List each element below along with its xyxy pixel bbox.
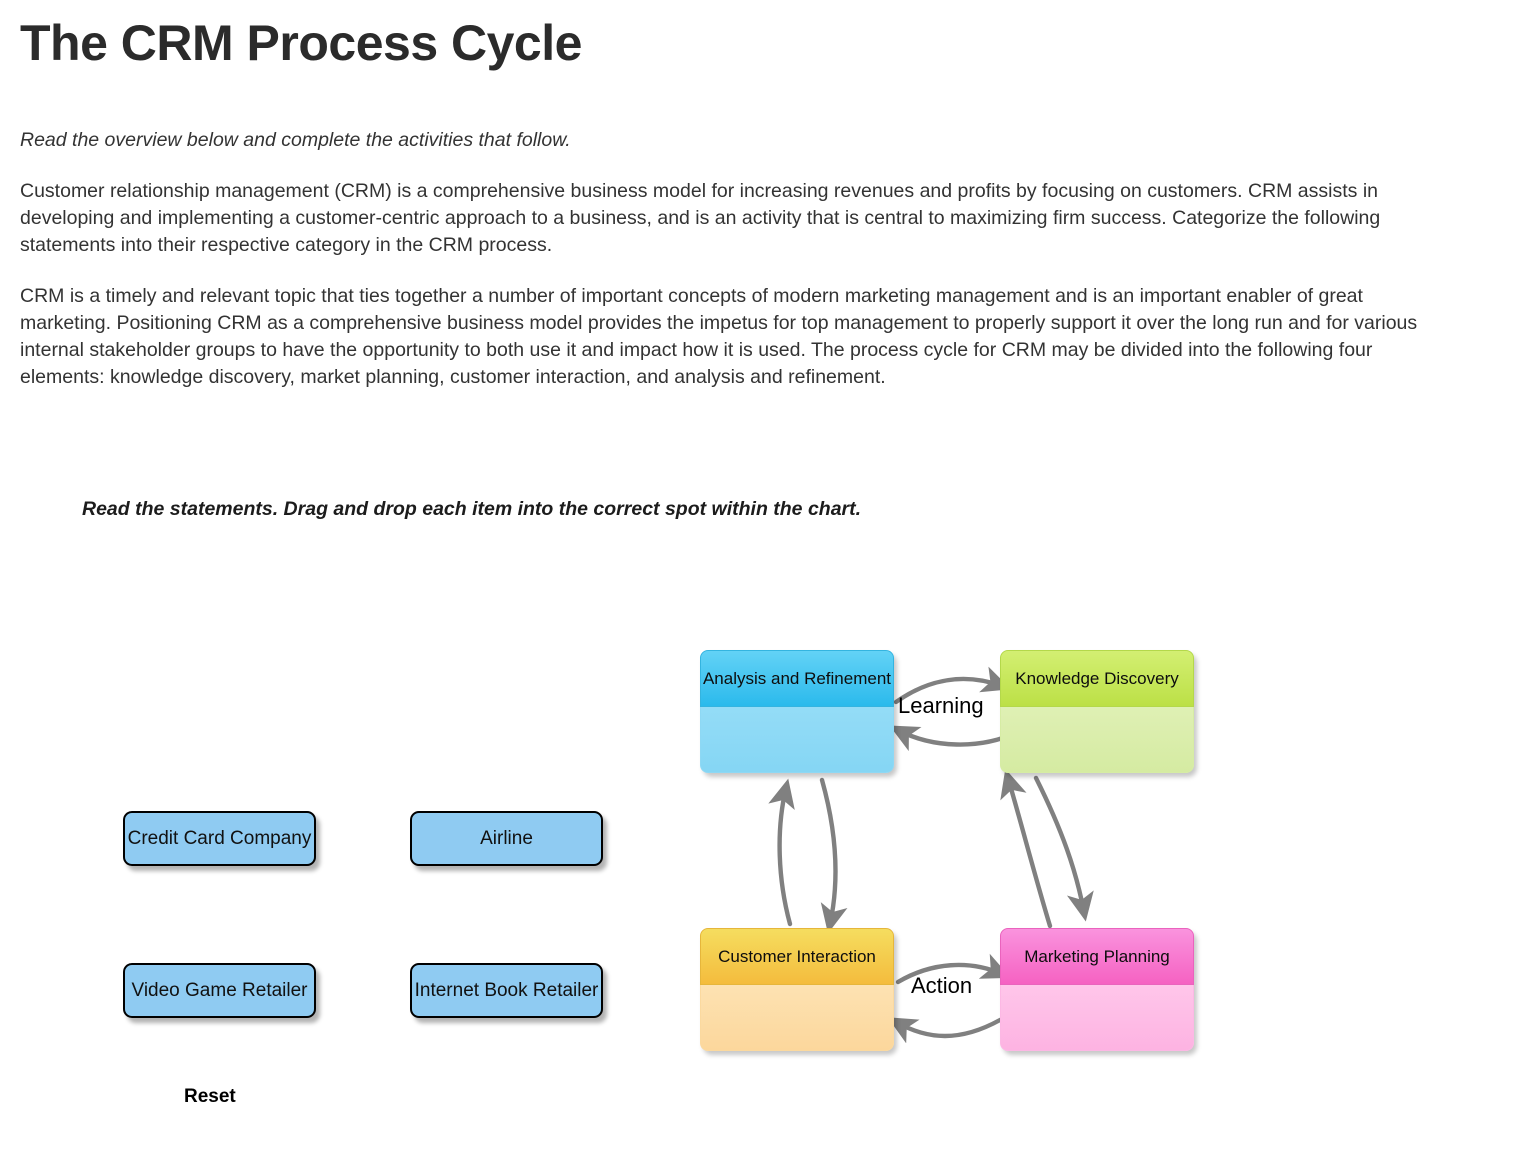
arrow-customer-to-analysis [768, 778, 795, 927]
arrow-knowledge-to-marketing [1033, 775, 1094, 922]
cycle-node-header: Analysis and Refinement [700, 650, 894, 707]
cycle-node-dropzone[interactable] [1000, 985, 1194, 1051]
cycle-node-analysis-and-refinement[interactable]: Analysis and Refinement [700, 650, 894, 773]
arrow-learning-forward [893, 666, 1012, 705]
cycle-node-dropzone[interactable] [1000, 707, 1194, 773]
overview-paragraph-1: Customer relationship management (CRM) i… [20, 180, 1381, 256]
drag-item[interactable]: Airline [410, 811, 603, 866]
arrow-action-return [895, 953, 1011, 985]
drag-item-label: Credit Card Company [127, 828, 312, 849]
page-title: The CRM Process Cycle [20, 15, 582, 71]
drag-item[interactable]: Internet Book Retailer [410, 963, 603, 1018]
arrow-left-inner [819, 777, 848, 934]
cycle-node-dropzone[interactable] [700, 985, 894, 1051]
reset-button[interactable]: Reset [184, 1086, 236, 1107]
crm-cycle-diagram: Analysis and Refinement Knowledge Discov… [680, 630, 1240, 1080]
drag-item-label: Video Game Retailer [131, 980, 308, 1001]
overview-paragraph-2: CRM is a timely and relevant topic that … [20, 285, 1418, 388]
cycle-node-knowledge-discovery[interactable]: Knowledge Discovery [1000, 650, 1194, 773]
edge-label-action: Action [911, 973, 973, 998]
cycle-node-header: Marketing Planning [1000, 928, 1194, 985]
cycle-node-marketing-planning[interactable]: Marketing Planning [1000, 928, 1194, 1051]
drag-item-label: Airline [480, 828, 533, 849]
drag-drop-instructions: Read the statements. Drag and drop each … [82, 498, 862, 520]
overview-lead-text: Read the overview below and complete the… [20, 129, 571, 151]
cycle-node-header: Customer Interaction [700, 928, 894, 985]
cycle-node-dropzone[interactable] [700, 707, 894, 773]
drag-item[interactable]: Credit Card Company [123, 811, 316, 866]
cycle-node-customer-interaction[interactable]: Customer Interaction [700, 928, 894, 1051]
arrow-marketing-inner [1000, 768, 1053, 929]
arrow-action-forward [887, 1017, 1003, 1044]
cycle-node-header: Knowledge Discovery [1000, 650, 1194, 707]
drag-item[interactable]: Video Game Retailer [123, 963, 316, 1018]
drag-item-label: Internet Book Retailer [414, 980, 599, 1001]
edge-label-learning: Learning [898, 693, 984, 718]
